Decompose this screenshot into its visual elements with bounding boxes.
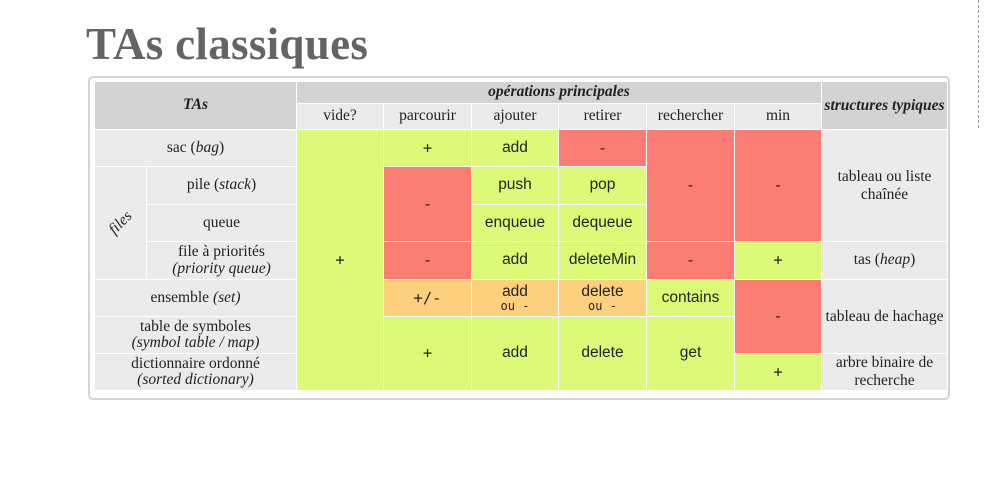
row-dictionnaire: dictionnaire ordonné(sorted dictionary) (94, 353, 297, 391)
cell-prio-parcourir: - (383, 241, 472, 280)
struct-arbre: arbre binaire de recherche (821, 353, 948, 391)
struct-tableau-liste: tableau ou liste chaînée (821, 129, 948, 242)
col-min: min (734, 103, 822, 130)
adt-table-frame: TAs opérations principales structures ty… (88, 76, 950, 400)
page-title: TAs classiques (86, 19, 369, 69)
row-queue: queue (146, 204, 297, 242)
cell-pile-retirer: pop (558, 166, 647, 205)
header-structures: structures typiques (821, 81, 948, 130)
cell-prio-retirer: deleteMin (558, 241, 647, 280)
cell-symboles-retirer: delete (558, 316, 647, 391)
cell-prio-ajouter: add (471, 241, 559, 280)
row-pile: pile (stack) (146, 166, 297, 205)
col-parcourir: parcourir (383, 103, 472, 130)
cell-symboles-parcourir: + (383, 316, 472, 391)
cell-pile-queue-parcourir: - (383, 166, 472, 242)
cell-rechercher-top: - (646, 129, 735, 242)
cell-dict-min: + (734, 353, 822, 391)
struct-hachage: tableau de hachage (821, 279, 948, 354)
cell-prio-min: + (734, 241, 822, 280)
cell-symboles-ajouter: add (471, 316, 559, 391)
cell-min-mid: - (734, 279, 822, 354)
cell-queue-retirer: dequeue (558, 204, 647, 242)
cell-prio-rechercher: - (646, 241, 735, 280)
col-ajouter: ajouter (471, 103, 559, 130)
cell-sac-ajouter: add (471, 129, 559, 167)
row-priority-queue: file à priorités(priority queue) (146, 241, 297, 280)
cell-sac-parcourir: + (383, 129, 472, 167)
col-retirer: retirer (558, 103, 647, 130)
col-vide: vide? (296, 103, 384, 130)
row-ensemble: ensemble (set) (94, 279, 297, 317)
row-symboles: table de symboles(symbol table / map) (94, 316, 297, 354)
cell-sac-retirer: - (558, 129, 647, 167)
header-operations: opérations principales (296, 81, 822, 104)
struct-tas: tas (heap) (821, 241, 948, 280)
group-files: files (94, 166, 147, 280)
cell-ensemble-parcourir: +/- (383, 279, 472, 317)
cell-min-top: - (734, 129, 822, 242)
header-tas: TAs (94, 81, 297, 130)
row-sac: sac (bag) (94, 129, 297, 167)
cell-symboles-rechercher: get (646, 316, 735, 391)
page-edge-divider (978, 0, 979, 128)
cell-ensemble-rechercher: contains (646, 279, 735, 317)
col-rechercher: rechercher (646, 103, 735, 130)
cell-queue-ajouter: enqueue (471, 204, 559, 242)
adt-table: TAs opérations principales structures ty… (94, 81, 948, 391)
cell-vide: + (296, 129, 384, 391)
cell-pile-ajouter: push (471, 166, 559, 205)
